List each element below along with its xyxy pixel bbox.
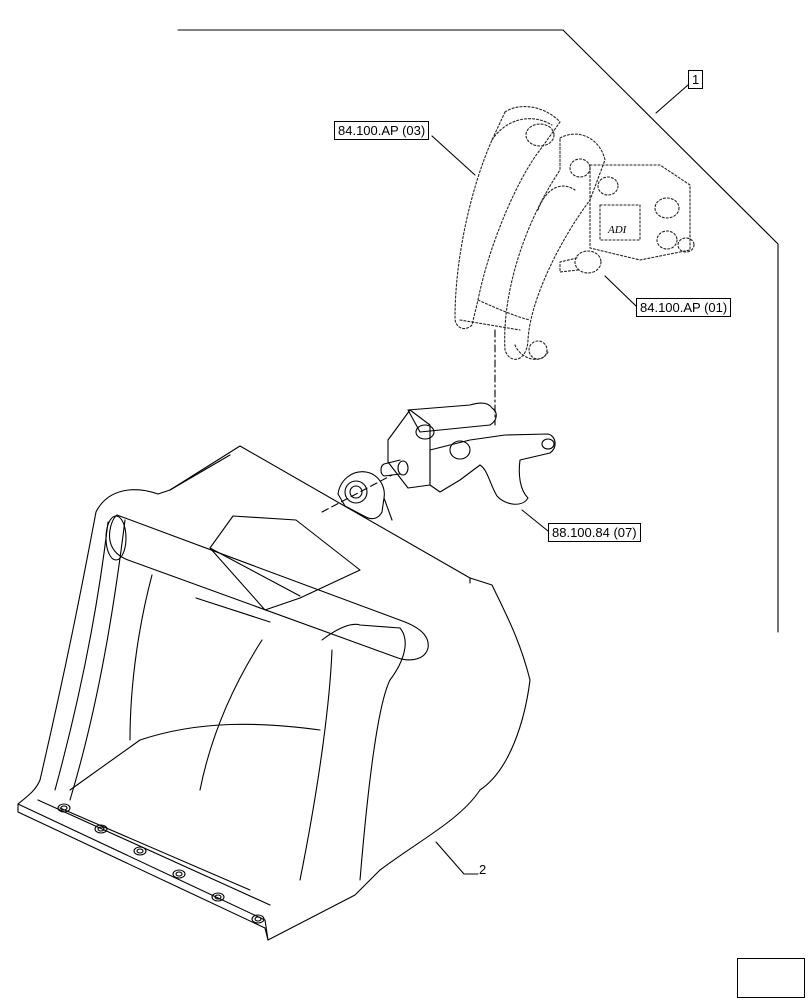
- bucket-bracket-callout[interactable]: 88.100.84 (07): [548, 523, 641, 542]
- leader-bucket: [435, 841, 479, 875]
- bucket-bracket: [380, 402, 556, 505]
- assembly-leader-line: [655, 84, 689, 114]
- coupler-right-plate: [504, 133, 606, 360]
- bucket-item-number: 2: [479, 862, 487, 877]
- bucket-pin-boss: [337, 471, 393, 521]
- next-page-button[interactable]: [737, 958, 805, 998]
- leader-bucket-bracket: [521, 509, 549, 532]
- manufacturer-mark-icon: ADI: [607, 224, 628, 236]
- leader-coupler-lock: [604, 275, 637, 307]
- cutting-edge-bolts: [57, 803, 265, 924]
- assembly-bracket-line: [177, 29, 779, 633]
- coupler-left-plate: [454, 106, 561, 330]
- coupler-cylinder-end: [574, 250, 602, 274]
- coupler-lock-body: [589, 164, 691, 261]
- coupler-lock-callout[interactable]: 84.100.AP (01): [636, 298, 732, 317]
- quick-coupler-assembly: ADI: [454, 106, 695, 360]
- excavator-bucket: [17, 445, 531, 941]
- coupler-frame-callout[interactable]: 84.100.AP (03): [334, 121, 430, 140]
- leader-coupler-frame: [431, 135, 476, 176]
- assembly-callout[interactable]: 1: [688, 70, 704, 89]
